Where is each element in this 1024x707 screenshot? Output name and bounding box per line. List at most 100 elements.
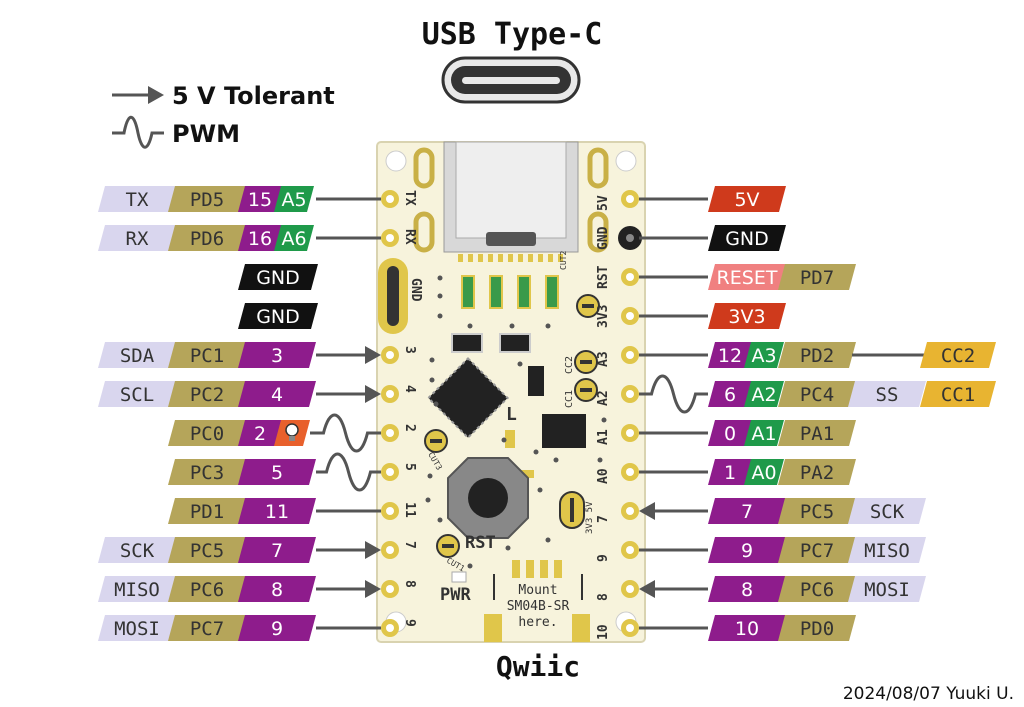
port-label-text: PC5 [190, 540, 224, 562]
port-label-text: PC7 [800, 540, 834, 562]
port-label: PC6 [778, 576, 856, 602]
qwiic-label: Qwiic [496, 650, 580, 683]
component [520, 470, 534, 478]
gnd-label-text: GND [725, 228, 769, 250]
port-label: PD5 [168, 186, 246, 212]
usb-connector [413, 141, 609, 253]
silk-label-right: A2 [596, 390, 611, 406]
pin-hole [626, 507, 634, 515]
board-gnd-label: GND [408, 278, 423, 302]
arduino-pin-label-text: 7 [271, 540, 283, 562]
port-label: PC5 [778, 498, 856, 524]
analog-label: A1 [744, 420, 784, 446]
port-label-text: PD2 [800, 345, 834, 367]
pin-hole [626, 468, 634, 476]
pwr-led [451, 571, 467, 583]
silk-label-left: 3 [402, 346, 417, 354]
arduino-pin-label-text: 12 [718, 345, 742, 367]
arduino-pin-label-text: 0 [724, 423, 736, 445]
port-label-text: PD7 [800, 267, 834, 289]
port-label-text: PC4 [800, 384, 834, 406]
analog-label-text: A5 [281, 189, 306, 211]
jumper-label: 3V3 5V [585, 501, 595, 534]
analog-label-text: A2 [751, 384, 776, 406]
port-label-text: PC5 [800, 501, 834, 523]
gnd-label-text: GND [256, 267, 300, 289]
function-label: TX [98, 186, 176, 212]
port-label: PA2 [778, 459, 856, 485]
arduino-pin-label: 9 [708, 537, 786, 563]
mcu-chip [426, 356, 510, 440]
pwr-label: PWR [440, 585, 471, 605]
tolerant-arrow-icon [316, 346, 381, 364]
pin-hole [626, 312, 634, 320]
component [499, 333, 531, 353]
silk-label-right: 5V [596, 195, 611, 211]
power-label-text: 3V3 [728, 306, 765, 328]
port-label-text: PA2 [800, 462, 834, 484]
usb-contact-pads [458, 254, 563, 262]
usb-type-c-title: USB Type-C [422, 17, 603, 52]
port-label-text: PC6 [190, 579, 224, 601]
silk-label-left: TX [402, 190, 417, 206]
pin-hole [626, 390, 634, 398]
component [451, 333, 483, 353]
pin-hole [386, 624, 394, 632]
port-label: PD7 [778, 264, 856, 290]
tolerant-arrow-icon [112, 86, 164, 104]
cc-label-text: CC2 [941, 345, 975, 367]
port-label-text: PC2 [190, 384, 224, 406]
power-label: 3V3 [708, 303, 786, 329]
pwm-wave-icon [310, 413, 381, 453]
port-label: PC0 [168, 420, 246, 446]
pin-pads [381, 190, 642, 637]
function-label: MOSI [848, 576, 926, 602]
function-label: SCK [98, 537, 176, 563]
analog-label-text: A0 [751, 462, 776, 484]
power-label: 5V [708, 186, 786, 212]
function-label-text: SCK [870, 501, 905, 523]
pin-hole [386, 468, 394, 476]
silk-label-left: 7 [402, 541, 417, 549]
module-text: SM04B-SR [507, 599, 570, 614]
silk-label-right: 10 [596, 624, 611, 640]
led-bulb-icon [274, 420, 310, 446]
tolerant-arrow-icon [316, 385, 381, 403]
port-label: PC7 [778, 537, 856, 563]
port-label-text: PC1 [190, 345, 224, 367]
silk-label-right: A0 [596, 468, 611, 484]
function-label-text: TX [126, 189, 149, 211]
pin-hole [626, 351, 634, 359]
arduino-pin-label: 9 [238, 615, 316, 641]
silk-label-right: 7 [596, 515, 611, 523]
reset-label: RESET [708, 264, 786, 290]
silk-label-left: 5 [402, 463, 417, 471]
analog-label: A6 [274, 225, 314, 251]
here-text: here. [518, 615, 557, 630]
pwm-wave-icon [639, 374, 708, 414]
arduino-pin-label: 11 [238, 498, 316, 524]
arduino-pin-label-text: 5 [271, 462, 283, 484]
arduino-pin-label-text: 2 [254, 423, 266, 445]
arduino-pin-label-text: 9 [741, 540, 753, 562]
cc-label-text: CC1 [941, 384, 975, 406]
port-label: PC1 [168, 342, 246, 368]
port-label-text: PD1 [190, 501, 224, 523]
gnd-label: GND [238, 264, 318, 290]
arduino-pin-label: 0 [708, 420, 752, 446]
reset-button [447, 457, 529, 539]
gnd-label: GND [238, 303, 318, 329]
analog-label: A3 [744, 342, 784, 368]
silk-label-right: 8 [596, 593, 611, 601]
pin-hole [386, 507, 394, 515]
function-label-text: MISO [114, 579, 160, 601]
function-label: MOSI [98, 615, 176, 641]
legend-tolerant-label: 5 V Tolerant [172, 82, 335, 110]
silk-label-right: 9 [596, 554, 611, 562]
port-label-text: PD0 [800, 618, 834, 640]
analog-label: A5 [274, 186, 314, 212]
pin-hole [626, 624, 634, 632]
pin-hole [386, 585, 394, 593]
